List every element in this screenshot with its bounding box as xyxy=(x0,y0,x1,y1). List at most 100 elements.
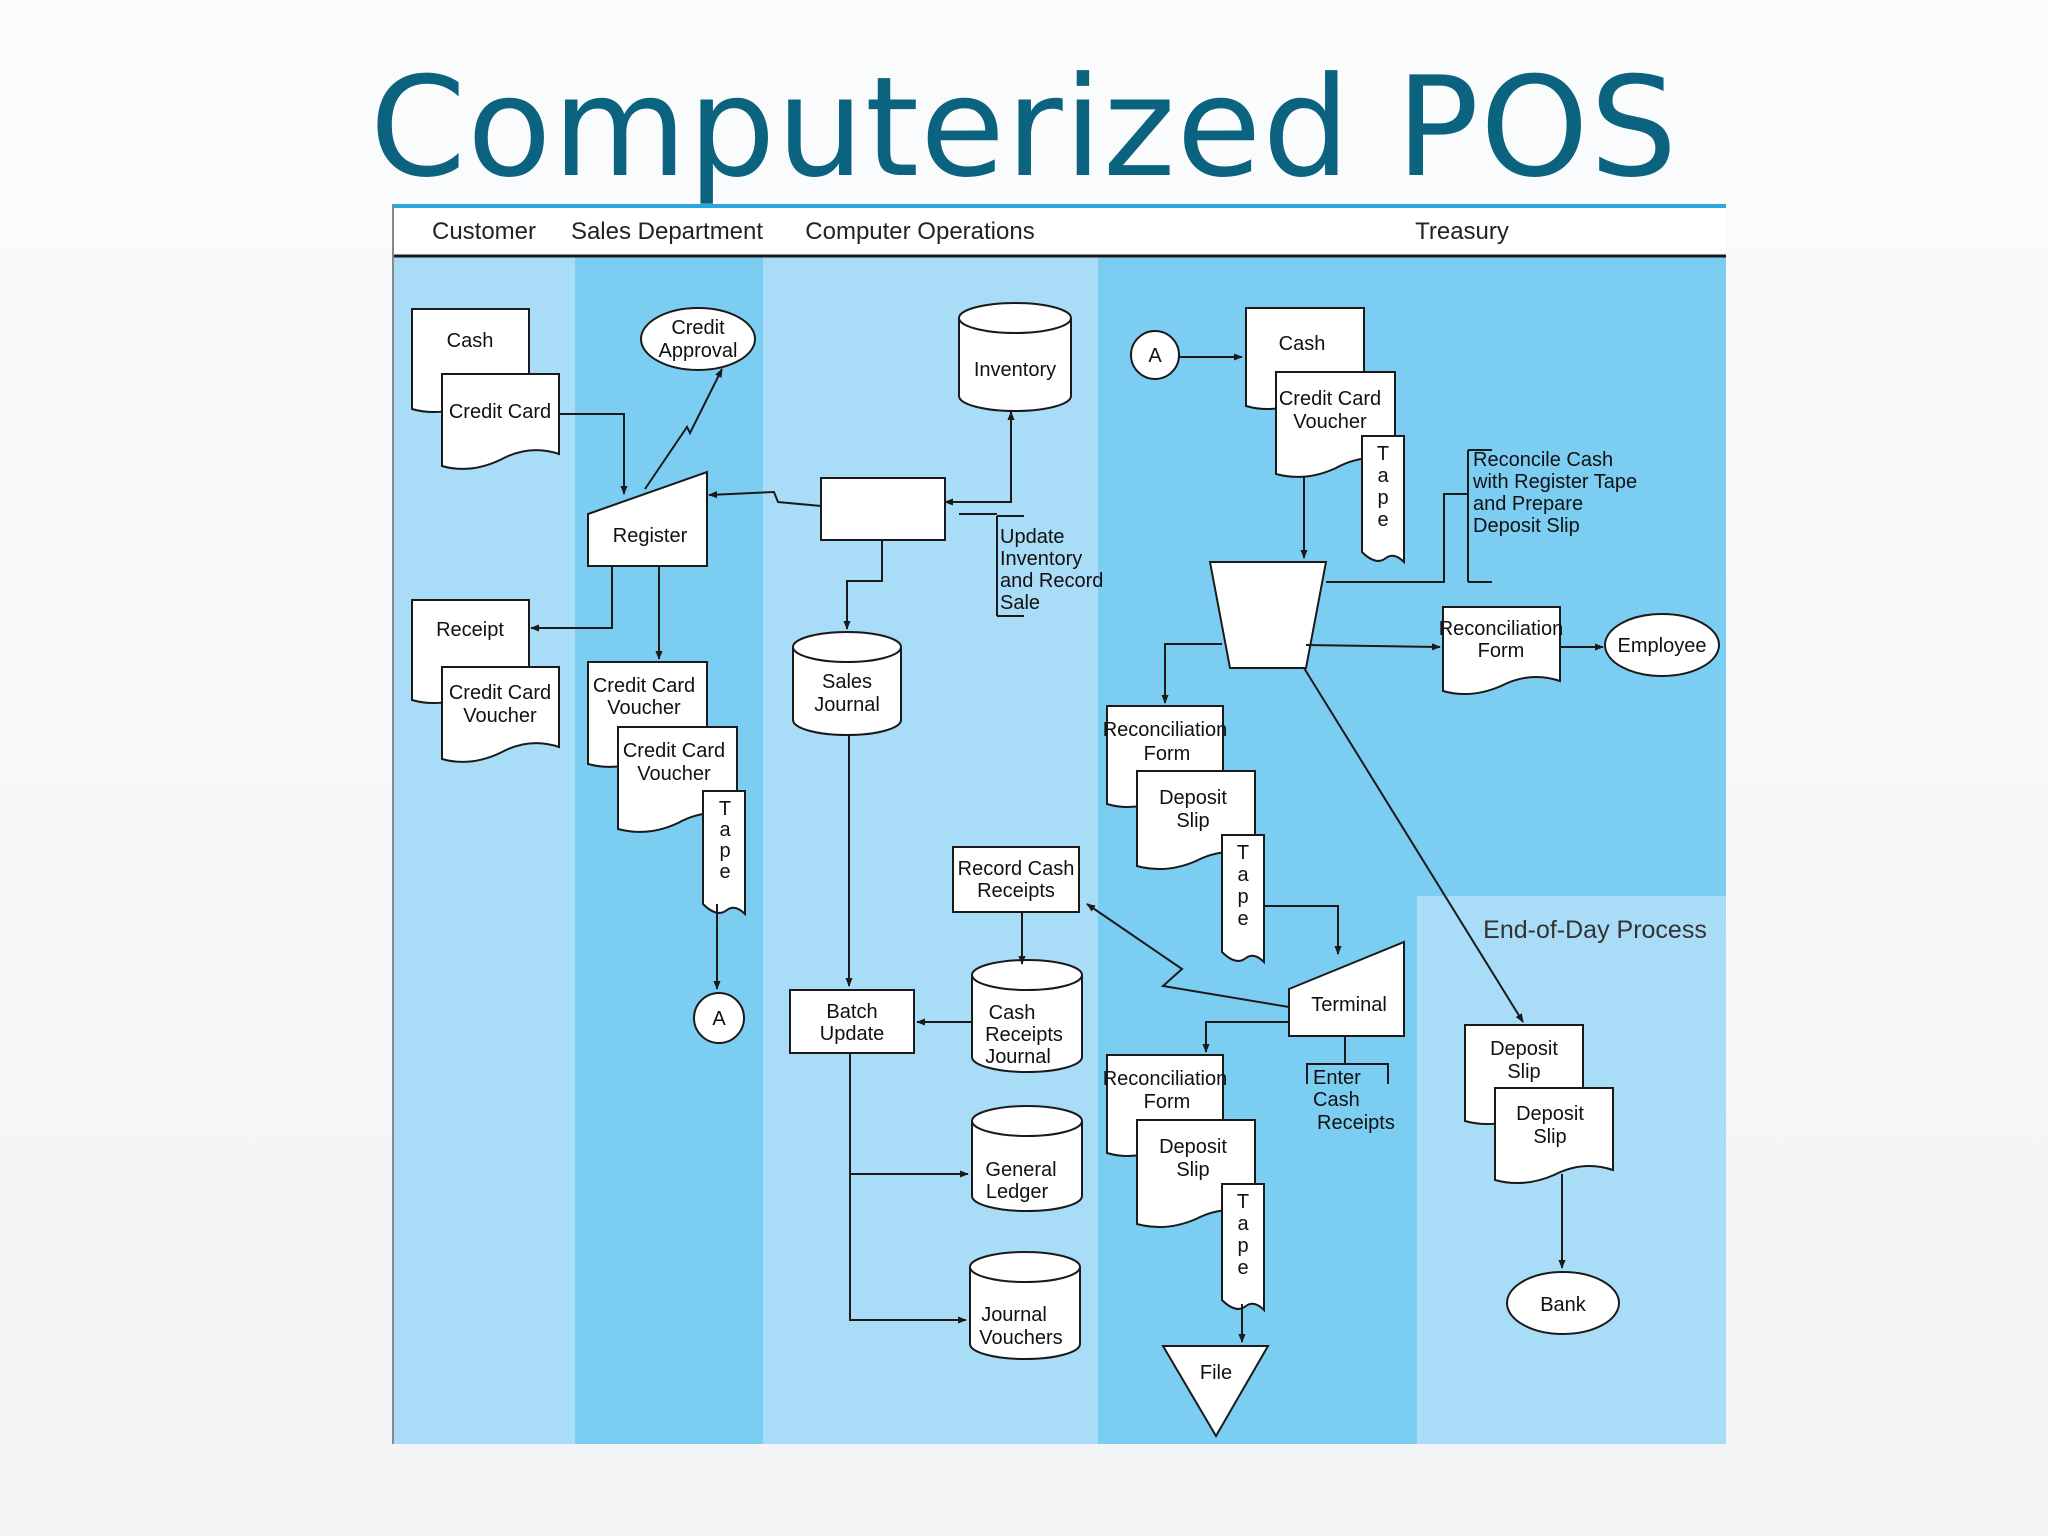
column-header-treasury: Treasury xyxy=(1415,218,1509,245)
treasury-tape-low: T a p e xyxy=(1221,1183,1265,1313)
svg-text:Form: Form xyxy=(1478,640,1525,662)
pos-flowchart: Customer Sales Department Computer Opera… xyxy=(392,204,1726,1444)
svg-text:Deposit: Deposit xyxy=(1159,787,1227,809)
svg-text:Deposit: Deposit xyxy=(1516,1103,1584,1125)
sales-connector-a: A xyxy=(693,992,745,1044)
svg-text:Deposit: Deposit xyxy=(1159,1136,1227,1158)
reconcile-manual-operation xyxy=(1208,561,1328,669)
bank-oval: Bank xyxy=(1506,1271,1620,1335)
svg-text:e: e xyxy=(1377,509,1388,531)
svg-text:Terminal: Terminal xyxy=(1311,994,1387,1016)
svg-text:Cash: Cash xyxy=(1279,333,1326,355)
customer-credit-card-voucher-document: Credit Card Voucher xyxy=(441,666,560,763)
svg-text:e: e xyxy=(1237,908,1248,930)
file-offline-storage: File xyxy=(1161,1345,1270,1438)
svg-text:Batch: Batch xyxy=(826,1001,877,1023)
svg-text:e: e xyxy=(719,861,730,883)
batch-update-box: Batch Update xyxy=(789,989,915,1054)
svg-text:Slip: Slip xyxy=(1507,1061,1540,1083)
svg-text:e: e xyxy=(1237,1257,1248,1279)
svg-text:Approval: Approval xyxy=(659,340,738,362)
svg-text:T: T xyxy=(1377,443,1389,465)
treasury-tape-document: T a p e xyxy=(1361,435,1405,565)
flow-register-credit-approval xyxy=(644,368,723,490)
svg-text:Deposit Slip: Deposit Slip xyxy=(1473,515,1580,537)
slide-title: Computerized POS xyxy=(369,47,1679,208)
svg-text:T: T xyxy=(1237,1191,1249,1213)
flow-tape-mid-to-terminal xyxy=(1264,905,1342,955)
column-header-customer: Customer xyxy=(432,218,536,245)
svg-text:Journal: Journal xyxy=(814,694,880,716)
svg-text:Inventory: Inventory xyxy=(1000,548,1082,570)
svg-text:a: a xyxy=(1237,864,1249,886)
customer-credit-card-document: Credit Card xyxy=(441,373,560,470)
svg-text:Credit Card: Credit Card xyxy=(623,740,725,762)
svg-text:General: General xyxy=(985,1159,1056,1181)
svg-text:Credit Card: Credit Card xyxy=(1279,388,1381,410)
credit-approval-oval: Credit Approval xyxy=(640,307,756,371)
register-manual-input: Register xyxy=(587,470,708,567)
terminal-manual-input: Terminal xyxy=(1288,940,1405,1037)
svg-text:Voucher: Voucher xyxy=(607,697,681,719)
svg-text:p: p xyxy=(1377,487,1388,509)
svg-text:T: T xyxy=(1237,842,1249,864)
svg-text:p: p xyxy=(1237,886,1248,908)
svg-text:Reconcile Cash: Reconcile Cash xyxy=(1473,449,1613,471)
svg-text:Slip: Slip xyxy=(1176,810,1209,832)
svg-text:and Prepare: and Prepare xyxy=(1473,493,1583,515)
general-ledger-disk: General Ledger xyxy=(971,1105,1083,1212)
flow-credit-card-to-register xyxy=(559,413,628,495)
svg-text:Record Cash: Record Cash xyxy=(958,858,1075,880)
flow-terminal-to-record-cash xyxy=(1086,903,1290,1008)
column-header-bar xyxy=(392,206,1726,256)
svg-text:Slip: Slip xyxy=(1533,1126,1566,1148)
svg-text:Sale: Sale xyxy=(1000,592,1040,614)
svg-text:A: A xyxy=(1148,345,1162,367)
update-inventory-annotation: Update Inventory and Record Sale xyxy=(959,513,1103,617)
reconcile-cash-annotation: Reconcile Cash with Register Tape and Pr… xyxy=(1326,449,1637,583)
svg-text:Employee: Employee xyxy=(1618,635,1707,657)
inventory-disk: Inventory xyxy=(958,302,1072,412)
svg-text:Reconciliation: Reconciliation xyxy=(1439,618,1564,640)
svg-text:Voucher: Voucher xyxy=(463,705,537,727)
svg-text:Form: Form xyxy=(1144,1091,1191,1113)
svg-text:a: a xyxy=(1377,465,1389,487)
flow-reconcile-to-eod-slip xyxy=(1303,667,1524,1023)
cash-receipts-journal-disk: Cash Receipts Journal xyxy=(971,959,1083,1073)
svg-text:p: p xyxy=(1237,1235,1248,1257)
svg-text:Receipt: Receipt xyxy=(436,619,504,641)
flow-terminal-to-low-form xyxy=(1202,1021,1289,1053)
journal-vouchers-disk: Journal Vouchers xyxy=(969,1251,1081,1360)
column-header-computer: Computer Operations xyxy=(805,218,1034,245)
svg-text:Enter: Enter xyxy=(1313,1067,1361,1089)
svg-text:Slip: Slip xyxy=(1176,1159,1209,1181)
employee-oval: Employee xyxy=(1604,613,1720,677)
flow-computer-inventory xyxy=(944,411,1015,506)
treasury-reconciliation-form-top: Reconciliation Form xyxy=(1439,606,1564,696)
svg-text:Receipts: Receipts xyxy=(985,1024,1063,1046)
svg-text:Update: Update xyxy=(820,1023,885,1045)
flow-reconcile-to-form xyxy=(1305,643,1441,651)
sales-tape-document: T a p e xyxy=(702,790,746,917)
svg-text:Ledger: Ledger xyxy=(986,1181,1049,1203)
svg-text:Vouchers: Vouchers xyxy=(979,1327,1062,1349)
svg-text:and Record: and Record xyxy=(1000,570,1103,592)
svg-text:a: a xyxy=(1237,1213,1249,1235)
svg-text:Voucher: Voucher xyxy=(637,763,711,785)
flow-batch-to-vouchers xyxy=(849,1174,967,1324)
svg-text:Inventory: Inventory xyxy=(974,359,1056,381)
flow-register-to-receipt xyxy=(530,566,613,632)
eod-deposit-slip-2: Deposit Slip xyxy=(1494,1087,1614,1185)
svg-text:Receipts: Receipts xyxy=(977,880,1055,902)
computer-process-box xyxy=(820,477,946,541)
svg-text:Cash: Cash xyxy=(447,330,494,352)
svg-text:p: p xyxy=(719,840,730,862)
svg-text:Register: Register xyxy=(613,525,688,547)
flow-register-computer xyxy=(708,490,822,507)
svg-text:Journal: Journal xyxy=(981,1304,1047,1326)
svg-text:Credit: Credit xyxy=(671,317,725,339)
column-header-sales: Sales Department xyxy=(571,218,763,245)
svg-text:Journal: Journal xyxy=(985,1046,1051,1068)
svg-text:with Register Tape: with Register Tape xyxy=(1472,471,1637,493)
